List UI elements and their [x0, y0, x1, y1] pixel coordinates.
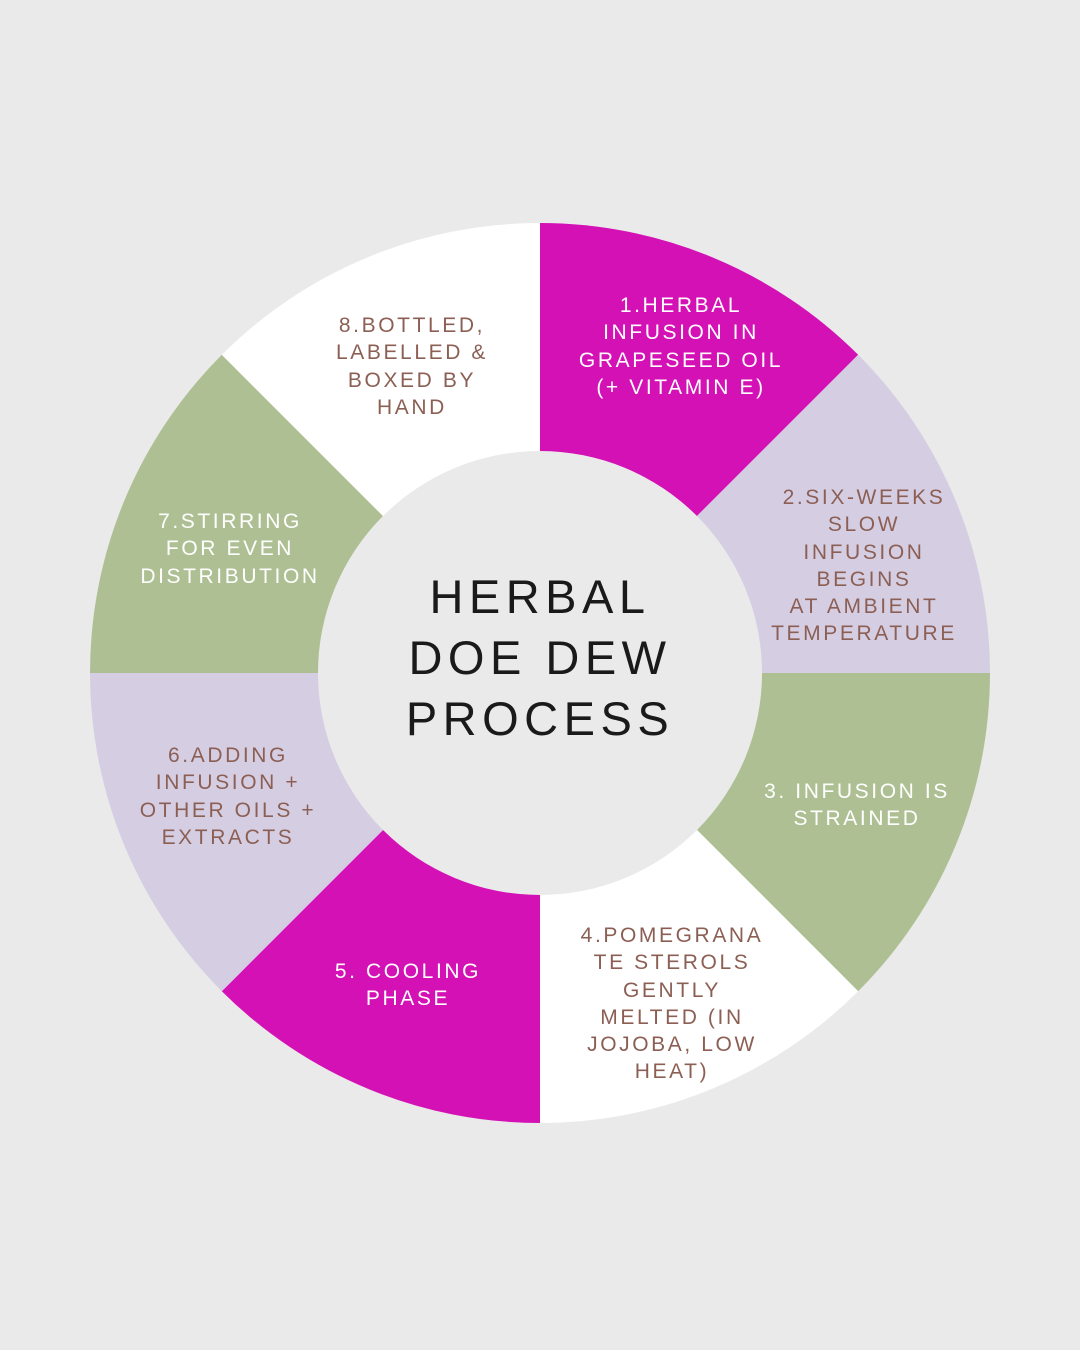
segment-label-1: 1.HERBAL INFUSION IN GRAPESEED OIL (+ VI… — [578, 294, 784, 399]
donut-center-hole — [318, 451, 762, 895]
segment-label-2: 2.SIX-WEEKS SLOW INFUSION BEGINS AT AMBI… — [771, 486, 957, 646]
segment-label-5: 5. COOLING PHASE — [334, 960, 482, 1011]
segment-label-6: 6.ADDING INFUSION + OTHER OILS + EXTRACT… — [139, 744, 317, 849]
segment-label-4: 4.POMEGRANA TE STEROLS GENTLY MELTED (IN… — [580, 924, 764, 1084]
segment-label-3: 3. INFUSION IS STRAINED — [764, 780, 950, 831]
segment-label-7: 7.STIRRING FOR EVEN DISTRIBUTION — [140, 510, 320, 588]
segment-label-8: 8.BOTTLED, LABELLED & BOXED BY HAND — [335, 314, 489, 419]
wheel-center-title: HERBAL DOE DEW PROCESS — [405, 570, 675, 746]
